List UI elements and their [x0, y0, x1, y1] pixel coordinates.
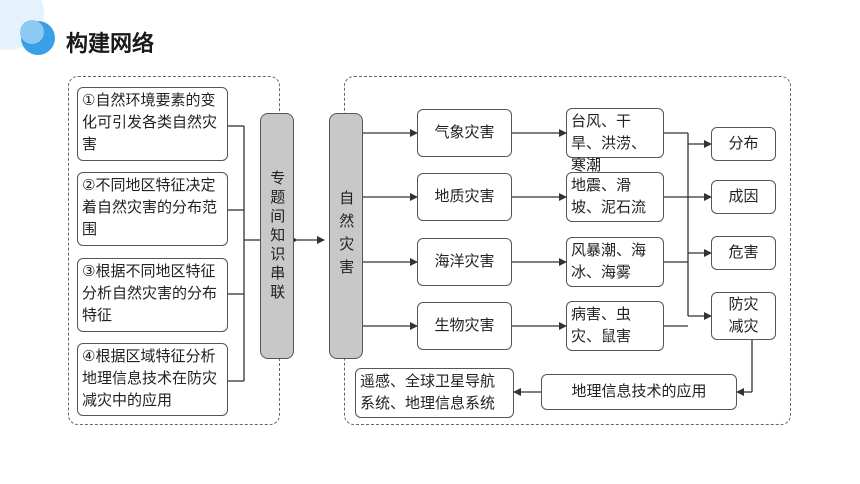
example-box: 台风、干旱、洪涝、寒潮 — [566, 108, 664, 174]
page-title: 构建网络 — [66, 32, 155, 57]
left-item: ②不同地区特征决定着自然灾害的分布范围 — [77, 172, 228, 246]
tech-list-box: 遥感、全球卫星导航系统、地理信息系统 — [355, 368, 514, 418]
aspect-box: 成因 — [711, 180, 776, 214]
aspect-box: 防灾减灾 — [711, 292, 776, 340]
natural-disaster-label: 自然灾害 — [337, 190, 356, 282]
natural-disaster-pill: 自然灾害 — [329, 113, 363, 359]
aspect-box: 危害 — [711, 236, 776, 270]
tech-application-box: 地理信息技术的应用 — [541, 374, 737, 410]
left-item: ④根据区域特征分析地理信息技术在防灾减灾中的应用 — [77, 343, 228, 416]
example-box: 病害、虫灾、鼠害 — [566, 301, 664, 351]
aspect-box: 分布 — [711, 127, 776, 161]
disaster-type-box: 气象灾害 — [417, 109, 512, 157]
left-item: ③根据不同地区特征分析自然灾害的分布特征 — [77, 258, 228, 332]
topic-connection-label: 专题间知识串联 — [268, 169, 287, 303]
example-box: 地震、滑坡、泥石流 — [566, 172, 664, 222]
topic-connection-pill: 专题间知识串联 — [260, 113, 294, 359]
header-decoration — [0, 0, 55, 55]
disaster-type-box: 生物灾害 — [417, 302, 512, 350]
disaster-type-box: 海洋灾害 — [417, 238, 512, 286]
left-item: ①自然环境要素的变化可引发各类自然灾害 — [77, 87, 228, 161]
disaster-type-box: 地质灾害 — [417, 173, 512, 221]
example-box: 风暴潮、海冰、海雾 — [566, 237, 664, 287]
